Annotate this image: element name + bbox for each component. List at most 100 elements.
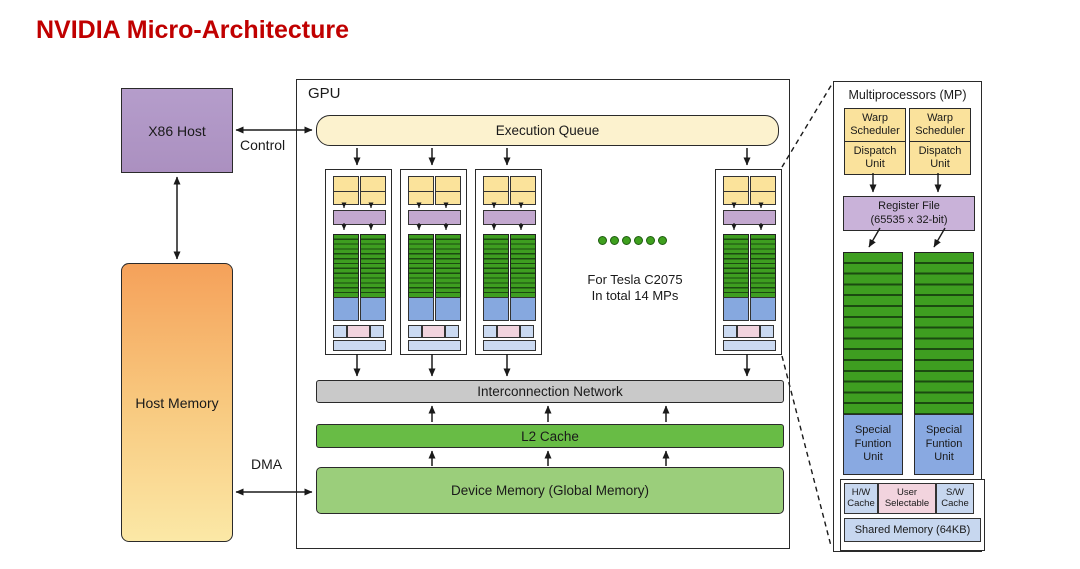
sw-cache-cell [370,325,384,338]
dispatch-unit-label: Dispatch Unit [918,144,962,170]
user-selectable-cell [737,325,760,338]
mini-cache-row [483,325,534,338]
core-stack [914,252,974,416]
user-selectable-cell [497,325,520,338]
warp-scheduler-box: Warp Scheduler Dispatch Unit [844,108,906,175]
sw-cache-cell: S/W Cache [936,483,974,514]
core-stack [483,234,509,299]
warp-scheduler-cell [750,176,776,205]
dma-label: DMA [251,456,283,472]
mp-column [325,169,392,355]
core-stack [333,234,359,299]
hw-cache-cell: H/W Cache [844,483,878,514]
special-function-unit-box: Special Funtion Unit [914,414,974,475]
mini-shared-memory [333,340,386,351]
warp-scheduler-cell [510,176,536,205]
interconnection-network-label: Interconnection Network [477,384,623,399]
core-stack [408,234,434,299]
execution-queue: Execution Queue [316,115,779,146]
device-memory-bar: Device Memory (Global Memory) [316,467,784,514]
ellipsis-dot [634,236,643,245]
register-file-line2: (65535 x 32-bit) [870,213,948,226]
mini-sfu [750,297,776,321]
core-stack [723,234,749,299]
hw-cache-cell [408,325,422,338]
special-function-unit-label: Special Funtion Unit [925,423,963,464]
user-selectable-cell [347,325,370,338]
warp-scheduler-label: Warp Scheduler [910,109,970,142]
mini-sfu [510,297,536,321]
ellipsis-dot [610,236,619,245]
shared-memory-label: Shared Memory (64KB) [854,524,971,536]
x86-host-label: X86 Host [148,122,206,139]
warp-scheduler-cell [333,176,359,205]
mini-sfu [483,297,509,321]
mini-cache-row [333,325,384,338]
mini-cache-row [408,325,459,338]
core-stack [750,234,776,299]
core-stack [360,234,386,299]
host-memory-box: Host Memory [121,263,233,542]
mini-shared-memory [483,340,536,351]
mini-register-file [483,210,536,225]
warp-scheduler-cell [360,176,386,205]
mp-detail-panel: Multiprocessors (MP) Warp Scheduler Disp… [833,81,985,552]
mp-column [400,169,467,355]
warp-scheduler-cell [723,176,749,205]
register-file-line1: Register File [878,199,940,212]
mini-sfu [723,297,749,321]
core-stack [510,234,536,299]
l2-cache-label: L2 Cache [521,428,579,444]
core-stack [435,234,461,299]
mini-sfu [408,297,434,321]
cache-config-box: H/W Cache User Selectable S/W Cache Shar… [840,479,985,551]
ellipsis-dot [622,236,631,245]
mp-note-line1: For Tesla C2075 [587,272,683,287]
mini-sfu [333,297,359,321]
device-memory-label: Device Memory (Global Memory) [450,483,650,498]
sw-cache-cell [760,325,774,338]
ellipsis-dot [646,236,655,245]
control-label: Control [240,137,286,153]
mp-column [715,169,782,355]
special-function-unit-label: Special Funtion Unit [854,423,892,464]
warp-scheduler-cell [435,176,461,205]
mini-shared-memory [723,340,776,351]
warp-scheduler-label: Warp Scheduler [845,109,905,142]
execution-queue-label: Execution Queue [495,123,600,138]
mini-sfu [435,297,461,321]
user-selectable-cell: User Selectable [878,483,936,514]
mini-register-file [723,210,776,225]
hw-cache-cell [723,325,737,338]
ellipsis-dot [658,236,667,245]
page-title: NVIDIA Micro-Architecture [36,16,350,44]
register-file-box: Register File (65535 x 32-bit) [843,196,975,231]
mini-cache-row [723,325,774,338]
x86-host-box: X86 Host [121,88,233,173]
interconnection-network-bar: Interconnection Network [316,380,784,403]
sw-cache-cell [520,325,534,338]
ellipsis-dot [598,236,607,245]
mp-count-note: For Tesla C2075 In total 14 MPs [565,272,705,305]
mini-register-file [333,210,386,225]
host-memory-label: Host Memory [135,394,219,411]
warp-scheduler-cell [408,176,434,205]
warp-scheduler-cell [483,176,509,205]
special-function-unit-box: Special Funtion Unit [843,414,903,475]
shared-memory-bar: Shared Memory (64KB) [844,518,981,542]
mini-sfu [360,297,386,321]
warp-scheduler-box: Warp Scheduler Dispatch Unit [909,108,971,175]
hw-cache-cell [483,325,497,338]
mp-note-line2: In total 14 MPs [591,288,679,304]
mini-register-file [408,210,461,225]
gpu-label: GPU [308,85,341,102]
mp-ellipsis [598,236,667,245]
core-stack [843,252,903,416]
mini-shared-memory [408,340,461,351]
hw-cache-cell [333,325,347,338]
user-selectable-cell [422,325,445,338]
dispatch-unit-label: Dispatch Unit [853,144,897,170]
cache-config-row: H/W Cache User Selectable S/W Cache [844,483,981,514]
sw-cache-cell [445,325,459,338]
